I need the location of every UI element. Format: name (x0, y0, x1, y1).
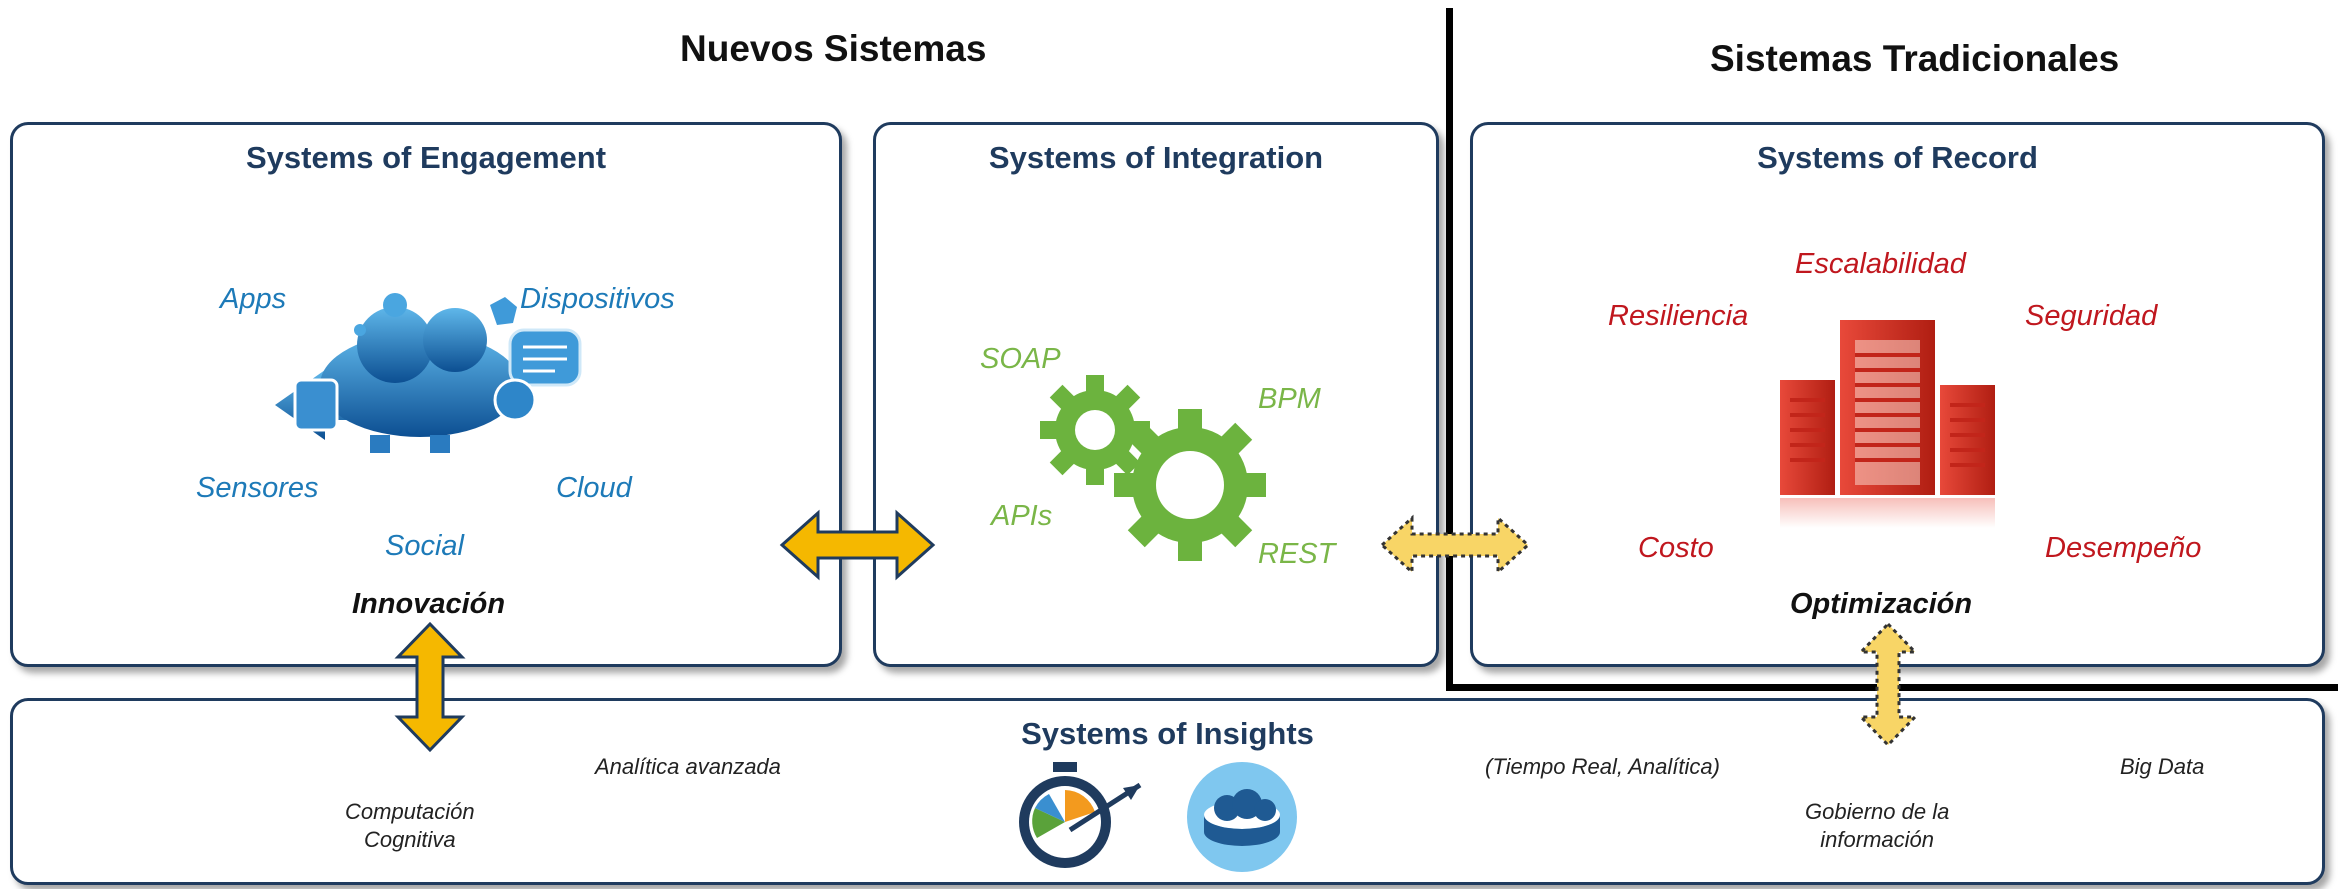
label-cloud: Cloud (556, 472, 632, 504)
label-cost: Costo (1638, 532, 1714, 564)
cloud-devices-icon (275, 293, 582, 453)
label-advanced-analytics: Analítica avanzada (595, 754, 781, 779)
database-cloud-icon (1187, 762, 1297, 872)
heading-traditional-systems: Sistemas Tradicionales (1710, 38, 2120, 79)
label-apis: APIs (991, 500, 1053, 532)
divider-vertical (1446, 8, 1453, 691)
keyword-optimization: Optimización (1790, 588, 1973, 620)
record-title: Systems of Record (1757, 140, 2038, 175)
label-bpm: BPM (1258, 383, 1321, 415)
heading-new-systems: Nuevos Sistemas (680, 28, 987, 69)
buildings-icon (1780, 320, 1995, 528)
label-social: Social (385, 530, 464, 562)
insights-box: Systems of Insights (10, 698, 2325, 885)
label-rest: REST (1258, 538, 1336, 570)
label-cognitive: Computación Cognitiva (345, 799, 475, 852)
double-arrow-vertical-dotted (1857, 621, 1919, 748)
label-scalability: Escalabilidad (1795, 248, 1966, 280)
integration-title: Systems of Integration (988, 140, 1324, 175)
label-apps: Apps (220, 283, 287, 315)
double-arrow-vertical (394, 621, 466, 753)
label-realtime: (Tiempo Real, Analítica) (1485, 754, 1720, 779)
label-sensors: Sensores (196, 472, 319, 504)
label-soap: SOAP (980, 343, 1061, 375)
label-security: Seguridad (2025, 300, 2158, 332)
label-resilience: Resiliencia (1608, 300, 1749, 332)
integration-box: Systems of Integration (873, 122, 1439, 667)
keyword-innovation: Innovación (352, 588, 506, 620)
label-big-data: Big Data (2120, 754, 2205, 779)
insights-title: Systems of Insights (1021, 716, 1314, 751)
label-devices: Dispositivos (520, 283, 675, 315)
label-governance: Gobierno de la información (1805, 799, 1950, 852)
engagement-title: Systems of Engagement (245, 140, 607, 175)
label-performance: Desempeño (2045, 532, 2202, 564)
double-arrow-horizontal (779, 509, 936, 581)
gears-icon (1040, 375, 1266, 561)
stopwatch-icon (1019, 762, 1142, 868)
double-arrow-horizontal-dotted (1379, 514, 1531, 576)
